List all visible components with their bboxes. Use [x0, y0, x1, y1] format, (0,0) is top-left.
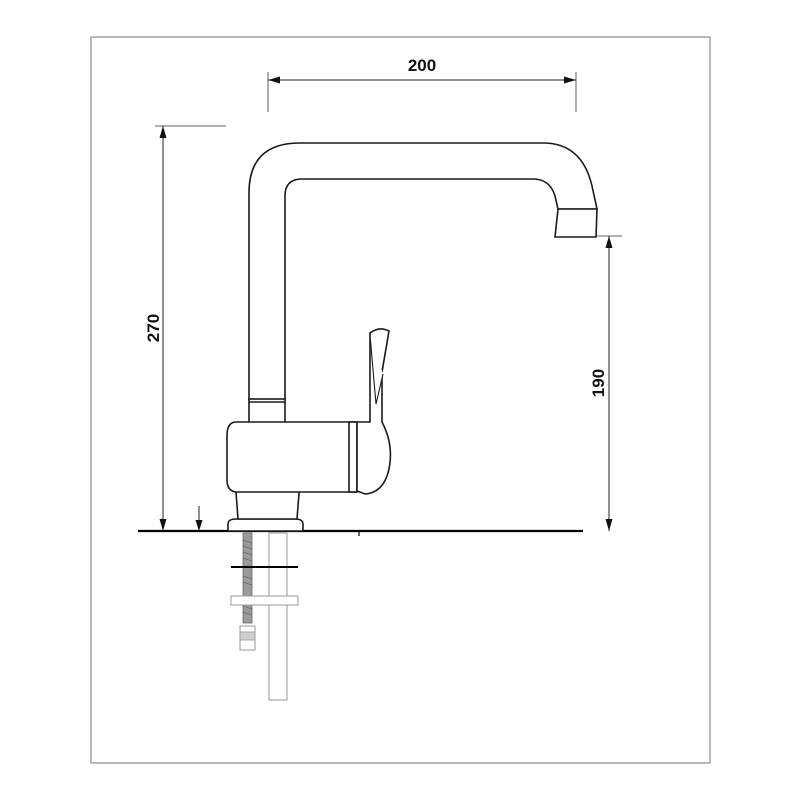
lever-handle[interactable] — [356, 328, 392, 495]
arrowhead-left — [268, 76, 280, 84]
arrowhead-top — [159, 126, 167, 138]
faucet — [226, 142, 598, 532]
arrowhead-top-right — [605, 236, 613, 248]
faucet-body — [226, 421, 357, 493]
dimension-spout-reach: 200 — [267, 56, 577, 112]
total-height-label: 270 — [144, 314, 163, 342]
supply-pipe — [268, 532, 288, 701]
dimension-total-height: 270 — [144, 125, 226, 531]
swivel-collar — [248, 398, 286, 426]
arrowhead-bottom — [159, 519, 167, 531]
base-offset-arrowhead — [195, 520, 203, 531]
drawing-frame — [90, 36, 711, 764]
base-flange — [227, 518, 304, 532]
thread-marks — [242, 539, 253, 616]
nut-band — [239, 631, 256, 641]
fixing-plate — [230, 595, 299, 606]
dimension-spout-height: 190 — [589, 235, 622, 531]
spout-aerator — [554, 208, 598, 238]
spout-height-label: 190 — [589, 369, 608, 397]
threaded-rod — [242, 532, 253, 624]
arrowhead-bottom-right — [605, 519, 613, 531]
lever-handle-edge — [369, 334, 384, 405]
spout — [248, 142, 598, 401]
under-counter-assembly — [230, 532, 299, 701]
arrowhead-right — [564, 76, 576, 84]
cartridge-band — [348, 421, 358, 493]
spout-reach-label: 200 — [408, 56, 436, 75]
base-offset-marker — [195, 506, 203, 531]
